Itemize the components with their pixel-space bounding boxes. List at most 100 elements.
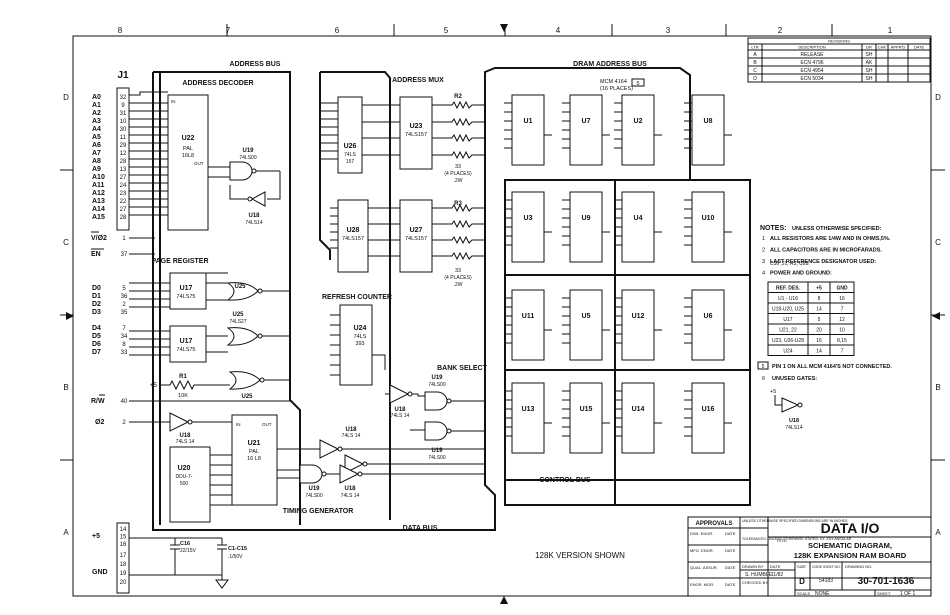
chip-part: 74LS157 <box>342 236 364 242</box>
sheet-value: 1 OF 1 <box>900 591 916 597</box>
power-table-header: REF. DES. <box>776 286 801 292</box>
addr-label-A13: A13 <box>92 198 105 205</box>
power-table-cell: 7 <box>841 307 844 313</box>
code-label: CODE IDENT NO. <box>812 565 841 569</box>
resistor-zigzag <box>450 150 485 160</box>
addr-pin: 27 <box>120 207 127 213</box>
dram-chip <box>511 191 545 263</box>
dram-chip <box>621 289 655 361</box>
approval-date-label: DATE <box>725 531 736 536</box>
chip-ref: U21 <box>248 440 261 447</box>
r2-ref: R2 <box>454 94 462 100</box>
gate-ref: U19 <box>308 486 320 492</box>
chip-sub: 393 <box>355 341 364 347</box>
zone-label-left-D: D <box>63 93 69 102</box>
addr-label-A9: A9 <box>92 166 101 173</box>
address-decoder-label: ADDRESS DECODER <box>182 80 253 87</box>
sheet-label: SHEET <box>877 591 891 596</box>
r2-value: 33 <box>455 164 461 170</box>
chip-u17b: U17 74LS75 <box>169 325 207 363</box>
data-label-D3: D3 <box>92 309 101 316</box>
drawing-no: 30-701-1636 <box>858 576 915 587</box>
dram-chip-ref: U2 <box>634 118 643 125</box>
rev-cell: SH <box>866 68 873 74</box>
rev-cell: A <box>753 52 757 58</box>
gate-u19c: U19 74LS00 <box>424 421 452 461</box>
power-table-cell: 7 <box>841 349 844 355</box>
chip-u23: U23 74LS157 <box>399 96 433 170</box>
version-note: 128K VERSION SHOWN <box>535 551 625 560</box>
gnd-label: GND <box>92 569 108 576</box>
rev-header: DESCRIPTION <box>798 45 825 50</box>
note-num: 4 <box>762 271 765 277</box>
rev-header: CHK <box>878 45 887 50</box>
mcm-label: MCM 4164 <box>600 79 627 85</box>
power-pin: 15 <box>120 535 127 541</box>
chip-u26: U26 74LS 157 <box>337 96 363 174</box>
pin-in: IN <box>236 422 241 427</box>
gate-part: 74LS 14 <box>391 413 410 419</box>
dram-chip-ref: U8 <box>704 118 713 125</box>
notes-header-rest: UNLESS OTHERWISE SPECIFIED: <box>792 226 882 232</box>
dram-chip <box>569 191 603 263</box>
c16-ref: C16 <box>180 541 190 547</box>
note-item: ALL RESISTORS ARE 1/4W AND IN OHMS,5%. <box>770 236 891 242</box>
gnd-pin: 20 <box>120 580 127 586</box>
data-label-D7: D7 <box>92 349 101 356</box>
chip-sub: 157 <box>346 159 355 165</box>
power-pin: 14 <box>120 527 127 533</box>
r3-watt: .2W <box>454 282 463 288</box>
note-3-sub: C16 ,J1, R3, U28. <box>770 261 810 267</box>
scale-label: SCALE <box>797 591 810 596</box>
chip-ref: U20 <box>178 465 191 472</box>
r3-places: (4 PLACES) <box>444 275 472 281</box>
addr-pin: 31 <box>120 111 127 117</box>
approval-field: DSN. ENGR. <box>690 531 713 536</box>
power-table-cell: 10 <box>839 328 845 334</box>
dram-chip-ref: U3 <box>524 215 533 222</box>
power-table-cell: U24 <box>783 349 792 355</box>
rw-pin: 40 <box>121 399 128 405</box>
addr-pin: 32 <box>120 95 127 101</box>
gate-part: 74LS14 <box>245 220 262 226</box>
pin-out: OUT <box>194 161 204 166</box>
rev-cell: SH <box>866 76 873 82</box>
en-label: EN <box>91 251 101 258</box>
data-pin: 5 <box>122 286 126 292</box>
gate-part: 74LS00 <box>305 493 322 499</box>
addr-pin: 29 <box>120 143 127 149</box>
inverter-u18f: U18 74LS 14 <box>339 464 363 499</box>
addr-pin: 28 <box>120 215 127 221</box>
bus-outlines <box>152 67 751 531</box>
approval-date-label: DATE <box>725 548 736 553</box>
addr-label-A15: A15 <box>92 214 105 221</box>
power-table-cell: U18-U20, U25 <box>772 307 804 313</box>
dram-chip-ref: U12 <box>632 313 645 320</box>
dram-chip-ref: U5 <box>582 313 591 320</box>
chip-u21: U21 PAL 16 L8 IN OUT <box>231 414 278 506</box>
c16-value: 22/15V <box>180 548 197 554</box>
gnd-pin: 18 <box>120 562 127 568</box>
chip-ref: U22 <box>182 135 195 142</box>
rev-cell: ECN 4954 <box>800 68 823 74</box>
title-line1: SCHEMATIC DIAGRAM, <box>808 541 892 550</box>
rev-header: DR <box>866 45 872 50</box>
power-table-header: +5 <box>816 286 822 292</box>
power-table-cell: 14 <box>816 349 822 355</box>
addr-pin: 13 <box>120 167 127 173</box>
data-pin: 35 <box>121 310 128 316</box>
dram-chip-ref: U11 <box>522 313 535 320</box>
tolerances: TOLERANCES: UNLESS OTHERWISE STATED: XX … <box>742 537 852 541</box>
gate-u19d: U19 74LS00 <box>299 464 327 499</box>
rev-header: DATE <box>914 45 925 50</box>
dram-chip <box>691 289 725 361</box>
data-label-D2: D2 <box>92 301 101 308</box>
r2-watt: .2W <box>454 178 463 184</box>
pin-in: IN <box>171 99 176 104</box>
addr-label-A2: A2 <box>92 110 101 117</box>
note-num: 2 <box>762 248 765 254</box>
phi2-label: V/Ø2 <box>91 235 107 242</box>
dram-chip <box>569 289 603 361</box>
data-pin: 34 <box>121 334 128 340</box>
addr-label-A11: A11 <box>92 182 105 189</box>
